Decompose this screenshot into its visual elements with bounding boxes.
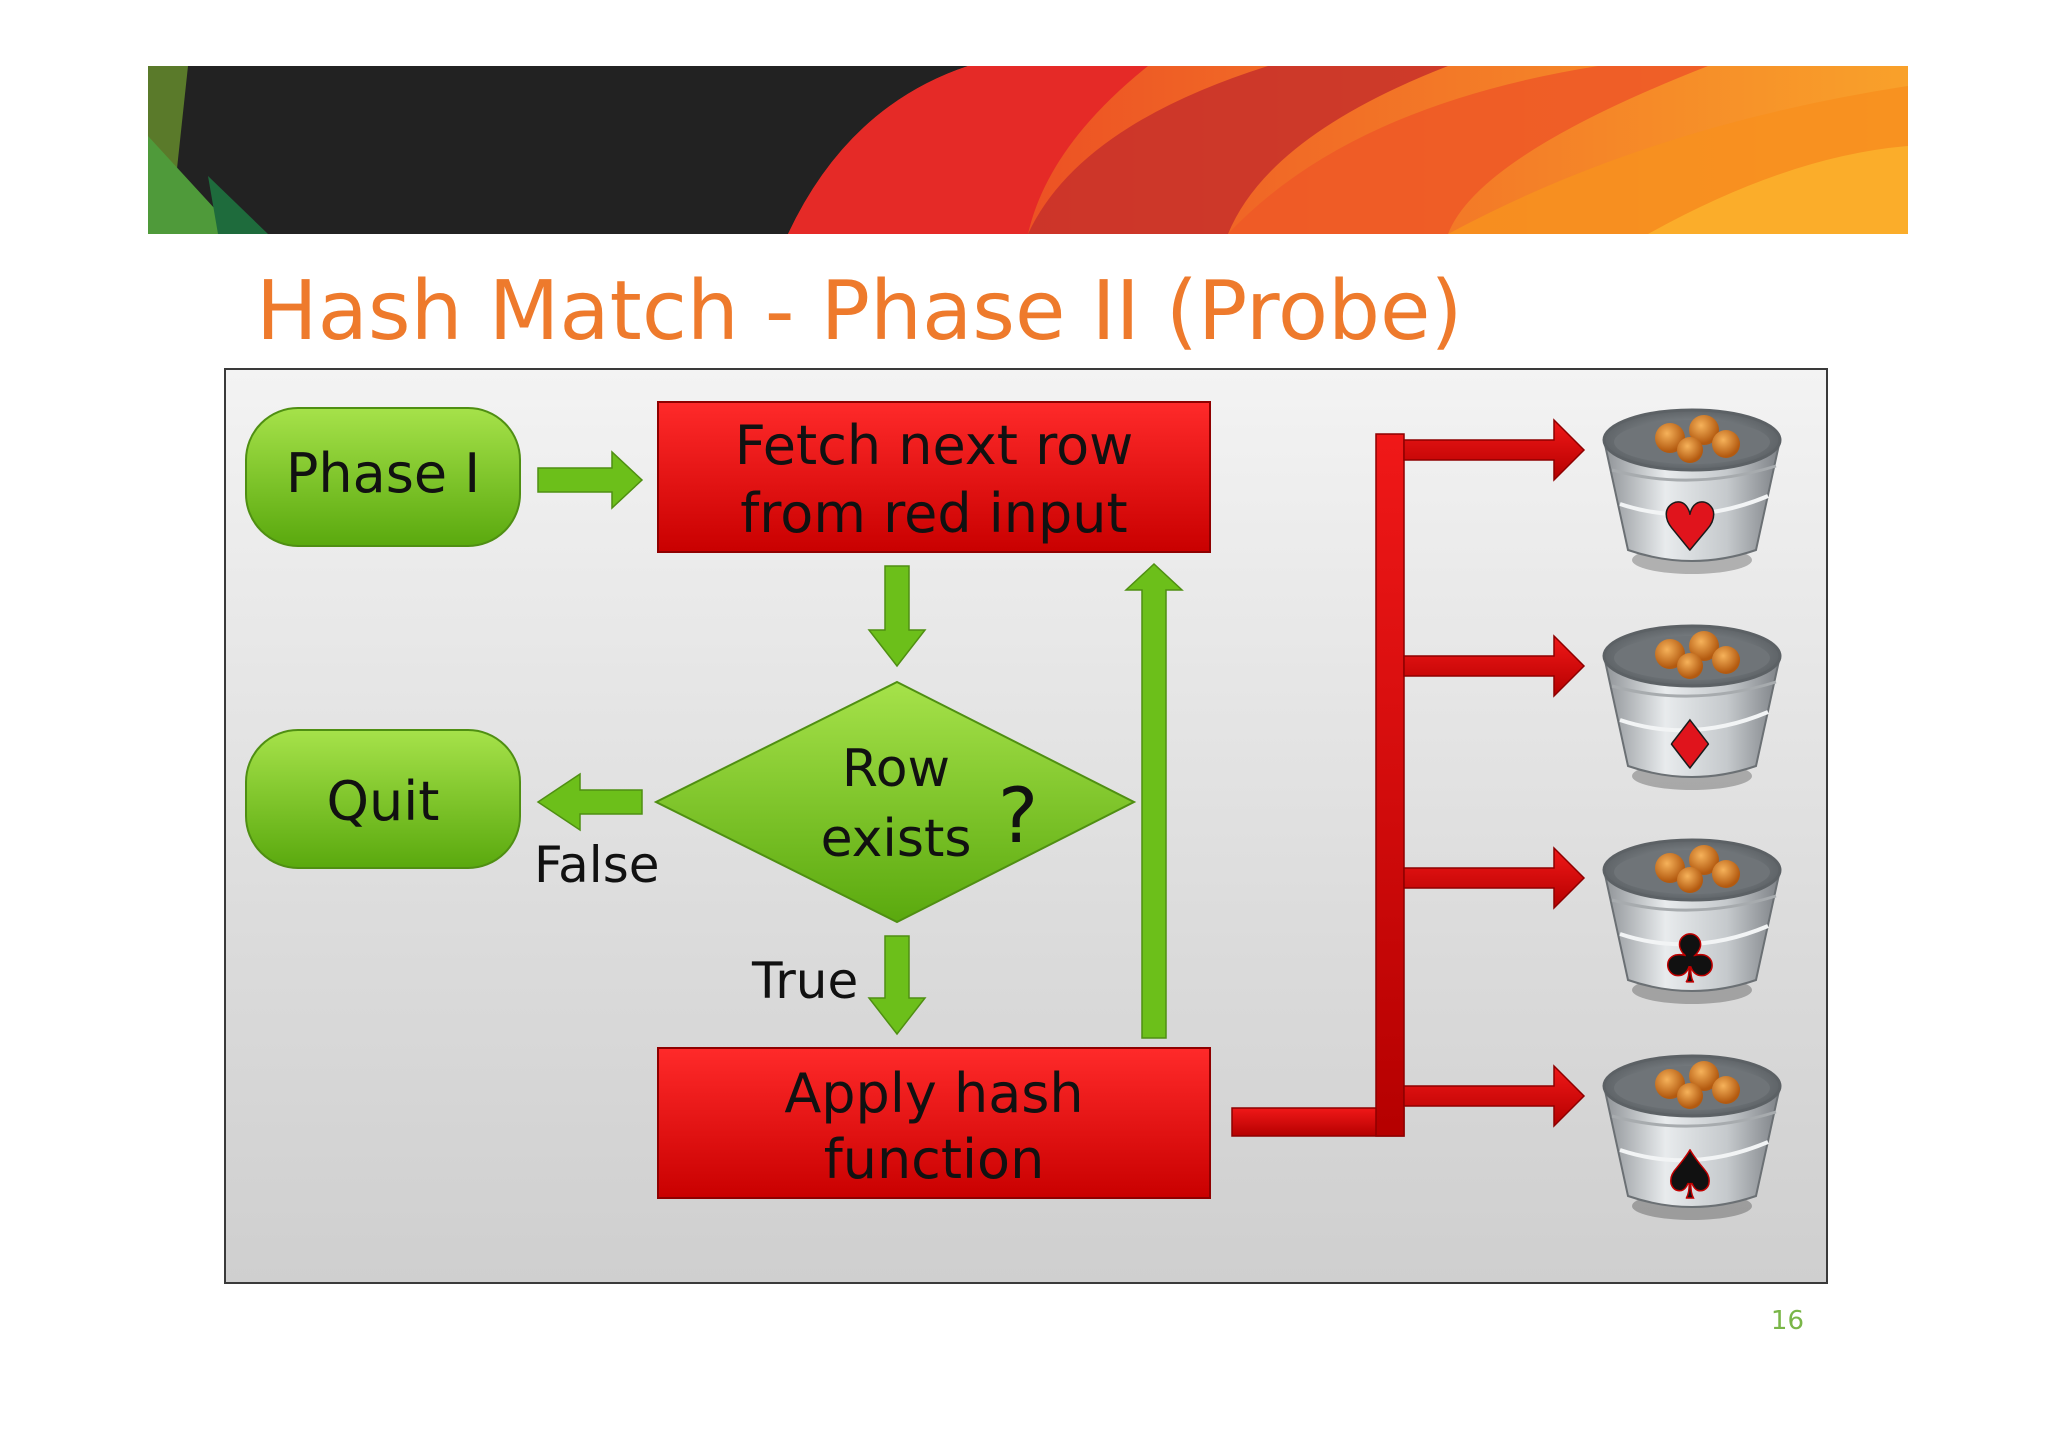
bucket-diamond-suit-icon: ♦: [1660, 707, 1719, 784]
arrow-fetch-to-decision: [867, 565, 927, 668]
arrow-to-bucket-diamond: [1403, 634, 1586, 698]
fetch-row-box: Fetch next row from red input: [657, 401, 1211, 553]
header-banner: [148, 66, 1908, 234]
decision-line2: exists: [821, 809, 972, 869]
fetch-row-line1: Fetch next row: [735, 414, 1134, 477]
arrow-decision-to-quit: [536, 772, 643, 832]
row-exists-decision: Row exists ?: [653, 680, 1137, 924]
decision-question-mark: ?: [998, 771, 1038, 860]
hash-distribution-connector: [1231, 433, 1405, 1137]
quit-terminal: Quit: [245, 729, 521, 869]
apply-hash-box: Apply hash function: [657, 1047, 1211, 1199]
bucket-spade-suit-icon: ♠: [1660, 1137, 1719, 1214]
arrow-apply-to-fetch: [1124, 562, 1184, 1039]
decision-line1: Row: [842, 739, 950, 799]
false-label: False: [534, 836, 660, 894]
bucket-club-suit-icon: ♣: [1660, 921, 1719, 998]
bucket-spade: ♠: [1602, 1054, 1782, 1220]
bucket-heart-suit-icon: ♥: [1660, 489, 1719, 566]
page-number: 16: [1770, 1306, 1804, 1336]
quit-label: Quit: [327, 770, 440, 833]
bucket-heart: ♥: [1602, 408, 1782, 574]
arrow-to-bucket-spade: [1403, 1064, 1586, 1128]
apply-hash-line1: Apply hash: [784, 1062, 1083, 1125]
arrow-to-bucket-heart: [1403, 418, 1586, 482]
arrow-decision-to-apply: [867, 935, 927, 1036]
phase1-label: Phase I: [286, 442, 480, 505]
slide-title: Hash Match - Phase II (Probe): [256, 264, 1463, 359]
fetch-row-line2: from red input: [740, 482, 1127, 545]
apply-hash-line2: function: [824, 1128, 1045, 1191]
true-label: True: [751, 952, 858, 1010]
bucket-diamond: ♦: [1602, 624, 1782, 790]
hash-probe-flowchart: Phase I Quit Fetch next row from red inp…: [245, 401, 1782, 1220]
arrow-phase1-to-fetch: [537, 450, 644, 510]
bucket-club: ♣: [1602, 838, 1782, 1004]
arrow-to-bucket-club: [1403, 846, 1586, 910]
phase1-terminal: Phase I: [245, 407, 521, 547]
